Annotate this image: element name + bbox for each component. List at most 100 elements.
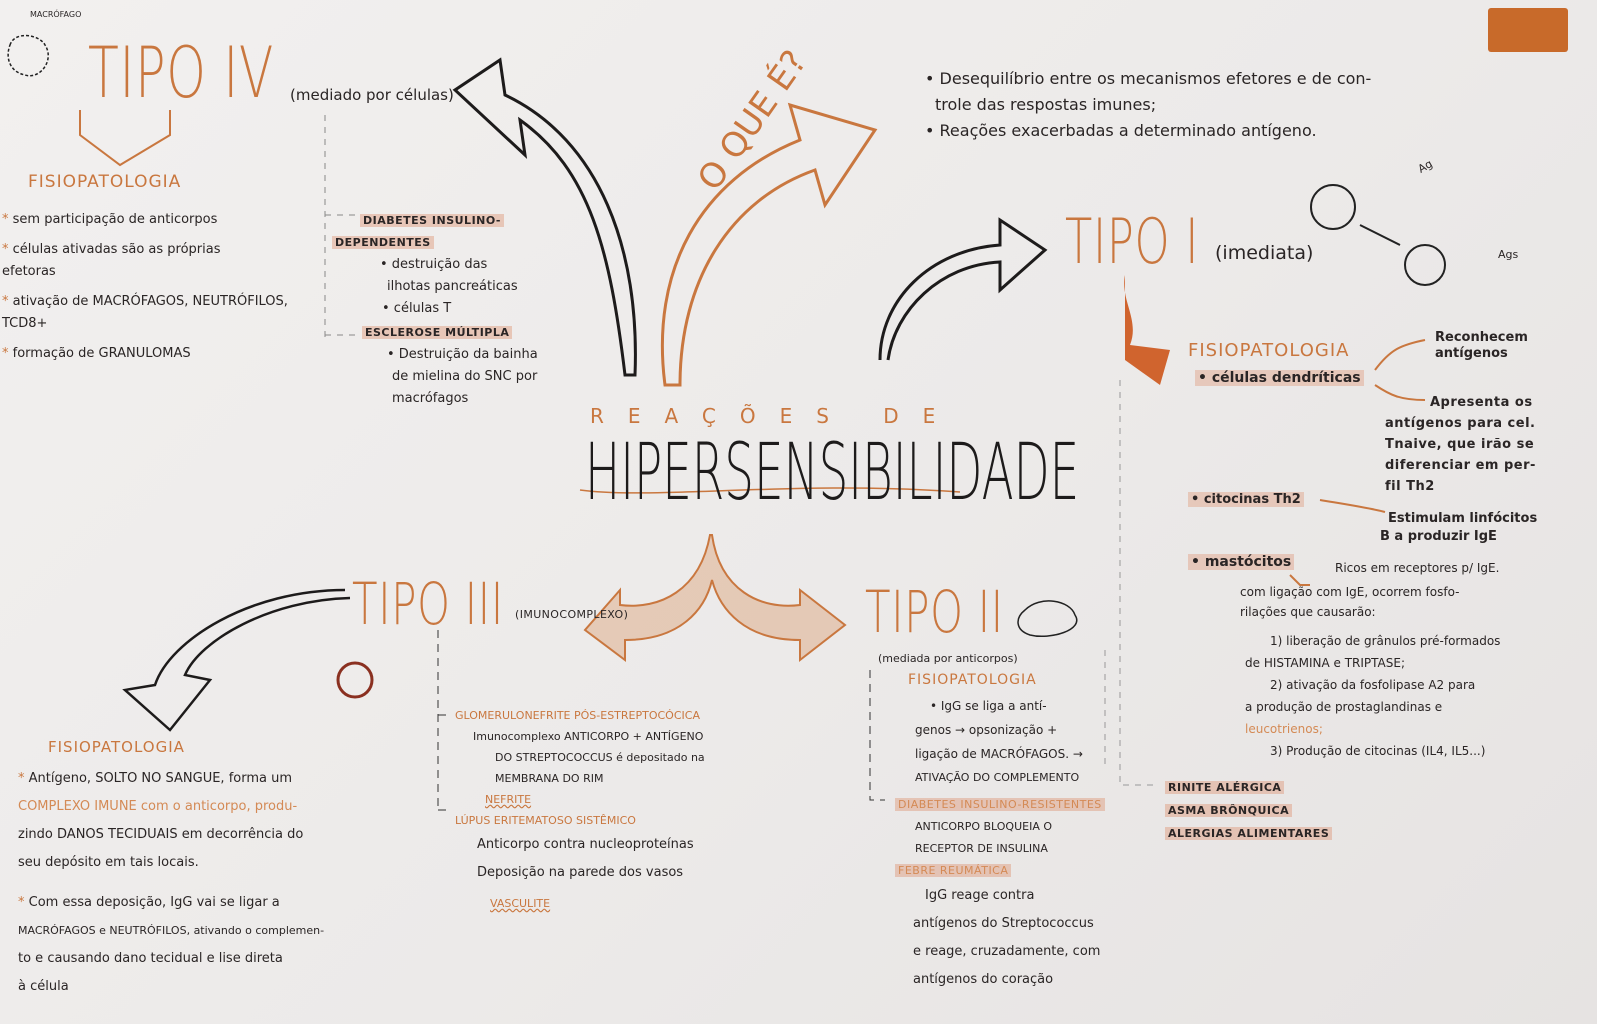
tipo3-subtitle: (IMUNOCOMPLEXO) xyxy=(515,608,629,621)
item: to e causando dano tecidual e lise diret… xyxy=(18,951,283,966)
note: de mielina do SNC por xyxy=(392,369,538,384)
note: rilações que causarão: xyxy=(1240,605,1376,619)
note: VASCULITE xyxy=(490,897,551,910)
step: a produção de prostaglandinas e xyxy=(1245,700,1443,714)
note: RECEPTOR DE INSULINA xyxy=(915,842,1048,855)
cell-icon xyxy=(1017,600,1078,637)
tipo2-title: TIPO II xyxy=(865,578,1004,646)
bullet: trole das respostas imunes; xyxy=(935,95,1157,114)
item: sem participação de anticorpos xyxy=(12,212,218,227)
tipo4-title: TIPO IV xyxy=(88,32,275,114)
item: MACRÓFAGOS e NEUTRÓFILOS, ativando o com… xyxy=(18,924,325,937)
note: Apresenta os xyxy=(1430,395,1533,410)
note: ANTICORPO BLOQUEIA O xyxy=(915,820,1053,833)
arrow-to-tipo1 xyxy=(878,217,1048,361)
item: Antígeno, SOLTO NO SANGUE, forma um xyxy=(28,771,293,786)
note: B a produzir IgE xyxy=(1380,529,1497,544)
tipo3-title: TIPO III xyxy=(352,570,504,638)
note: • destruição das xyxy=(380,257,488,272)
item: TCD8+ xyxy=(2,316,48,331)
cell-icon xyxy=(1310,184,1356,230)
step: 2) ativação da fosfolipase A2 para xyxy=(1270,678,1476,692)
disease-label: RINITE ALÉRGICA xyxy=(1165,781,1285,794)
note: antígenos do Streptococcus xyxy=(913,916,1094,931)
cell-icon xyxy=(1404,244,1446,286)
note: antígenos do coração xyxy=(913,972,1054,987)
tipo3-section: FISIOPATOLOGIA xyxy=(48,738,185,756)
disease-label: DEPENDENTES xyxy=(332,236,434,249)
macrophage-label: MACRÓFAGO xyxy=(30,10,82,19)
bullet: • Desequilíbrio entre os mecanismos efet… xyxy=(925,69,1372,88)
note: Deposição na parede dos vasos xyxy=(477,865,684,880)
tipo2-items: • IgG se liga a antí- genos → opsonizaçã… xyxy=(915,694,1083,790)
note: Tnaive, que irão se xyxy=(1385,437,1535,452)
mast-label: • mastócitos xyxy=(1188,554,1295,570)
item: • IgG se liga a antí- xyxy=(930,699,1047,713)
note: NEFRITE xyxy=(485,793,532,806)
note: e reage, cruzadamente, com xyxy=(913,944,1101,959)
mast-steps: 1) liberação de grânulos pré-formados de… xyxy=(1245,630,1500,762)
item: ATIVAÇÃO DO COMPLEMENTO xyxy=(915,771,1080,784)
dendritic-label: • células dendríticas xyxy=(1195,370,1364,386)
chevron-tipo4 xyxy=(79,110,171,167)
dendritic-note-b: Apresenta os antígenos para cel. Tnaive,… xyxy=(1385,392,1536,497)
item: células ativadas são as próprias xyxy=(12,242,221,257)
note: Estimulam linfócitos xyxy=(1388,511,1538,526)
note: fil Th2 xyxy=(1385,479,1435,494)
item: Com essa deposição, IgG vai se ligar a xyxy=(28,895,280,910)
tipo2-section: FISIOPATOLOGIA xyxy=(908,672,1037,688)
note: Ricos em receptores p/ IgE. xyxy=(1335,561,1500,575)
tipo4-section: FISIOPATOLOGIA xyxy=(28,172,182,192)
tipo4-subtitle: (mediado por células) xyxy=(290,86,454,104)
tipo3-diseases: GLOMERULONEFRITE PÓS-ESTREPTOCÓCICA Imun… xyxy=(455,705,705,921)
disease-label: DIABETES INSULINO- xyxy=(360,214,504,227)
tipo2-diseases: DIABETES INSULINO-RESISTENTES ANTICORPO … xyxy=(895,794,1105,994)
arrow-tipo1-down xyxy=(1124,275,1170,385)
note: • Destruição da bainha xyxy=(387,347,538,362)
cell-icon xyxy=(336,661,374,699)
tipo1-title: TIPO I xyxy=(1065,205,1200,278)
note: diferenciar em per- xyxy=(1385,458,1536,473)
note: Reconhecem xyxy=(1435,330,1528,345)
corner-tape xyxy=(1488,8,1568,52)
disease-label: DIABETES INSULINO-RESISTENTES xyxy=(895,798,1105,811)
note: Anticorpo contra nucleoproteínas xyxy=(477,837,694,852)
arrow-to-tipo3 xyxy=(122,588,351,732)
tipo3-items: * Antígeno, SOLTO NO SANGUE, forma um CO… xyxy=(18,765,324,1001)
note: ilhotas pancreáticas xyxy=(387,279,518,294)
center-title: HIPERSENSIBILIDADE xyxy=(585,428,1080,518)
tipo4-diseases: DIABETES INSULINO- DEPENDENTES • destrui… xyxy=(332,210,538,410)
disease-label: ESCLEROSE MÚLTIPLA xyxy=(362,326,513,339)
ags-label: Ags xyxy=(1498,248,1519,261)
item: efetoras xyxy=(2,264,56,279)
note: IgG reage contra xyxy=(925,888,1035,903)
tipo1-subtitle: (imediata) xyxy=(1215,242,1314,264)
arrow-o-que-e xyxy=(660,102,878,387)
item: genos → opsonização + xyxy=(915,723,1058,737)
cytokines-label: • citocinas Th2 xyxy=(1188,492,1304,507)
bullet: • Reações exacerbadas a determinado antí… xyxy=(925,121,1317,140)
step: 3) Produção de citocinas (IL4, IL5...) xyxy=(1270,744,1486,758)
item: ativação de MACRÓFAGOS, NEUTRÓFILOS, xyxy=(12,294,288,309)
arrow-split xyxy=(583,534,847,663)
item: zindo DANOS TECIDUAIS em decorrência do xyxy=(18,827,304,842)
tipo1-section: FISIOPATOLOGIA xyxy=(1188,340,1350,361)
macrophage-icon xyxy=(7,34,49,77)
note: MEMBRANA DO RIM xyxy=(495,772,604,785)
step: de HISTAMINA e TRIPTASE; xyxy=(1245,656,1405,670)
disease-label: FEBRE REUMÁTICA xyxy=(895,864,1012,877)
item: seu depósito em tais locais. xyxy=(18,855,199,870)
item: COMPLEXO IMUNE com o anticorpo, produ- xyxy=(18,799,298,814)
tipo1-diseases: RINITE ALÉRGICA ASMA BRÔNQUICA ALERGIAS … xyxy=(1165,775,1333,844)
disease-label: ASMA BRÔNQUICA xyxy=(1165,804,1293,817)
cytokines-note: Estimulam linfócitos B a produzir IgE xyxy=(1380,510,1537,546)
disease-label: GLOMERULONEFRITE PÓS-ESTREPTOCÓCICA xyxy=(455,709,700,722)
note: DO STREPTOCOCCUS é depositado na xyxy=(495,751,705,764)
step: leucotrienos; xyxy=(1245,722,1323,736)
step: 1) liberação de grânulos pré-formados xyxy=(1270,634,1501,648)
note: Imunocomplexo ANTICORPO + ANTÍGENO xyxy=(473,730,704,743)
note: • células T xyxy=(382,301,452,316)
tipo2-subtitle: (mediada por anticorpos) xyxy=(878,652,1018,665)
item: à célula xyxy=(18,979,69,994)
